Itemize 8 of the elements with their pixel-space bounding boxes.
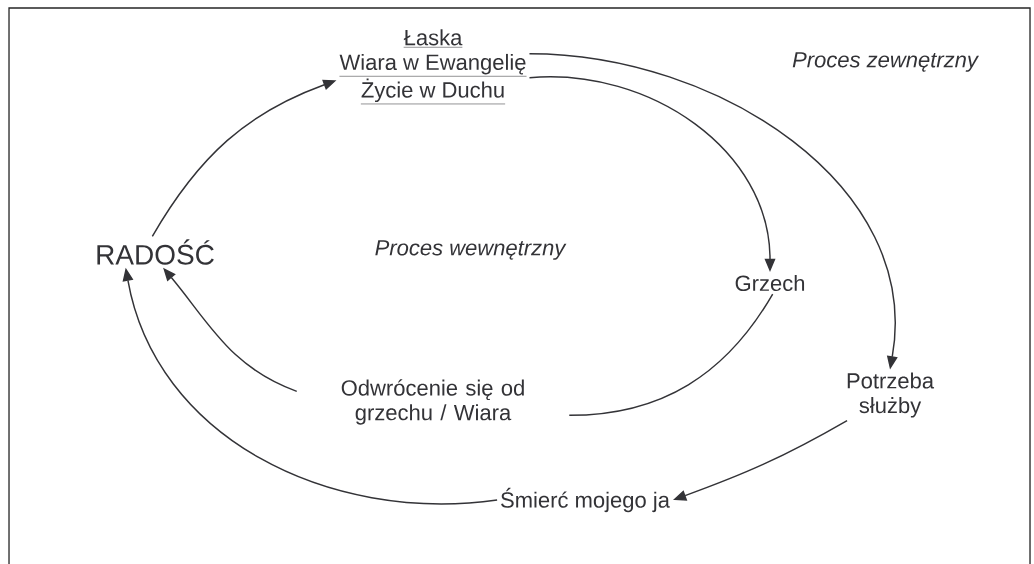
center-label: RADOŚĆ	[97, 239, 214, 265]
heading-text: Łaska Wiara w Ewangelię Życie w Duchu	[339, 29, 527, 105]
process-label: Proces zewnętrzny	[792, 52, 979, 72]
node-label: Odwrócenie się od grzechu / Wiara	[341, 379, 524, 425]
process-label: Proces wewnętrzny	[375, 240, 567, 260]
node-label: Śmierć mojego ja	[501, 487, 670, 513]
node-label: Potrzeba służby	[847, 372, 935, 418]
node-label: Grzech	[735, 274, 805, 292]
